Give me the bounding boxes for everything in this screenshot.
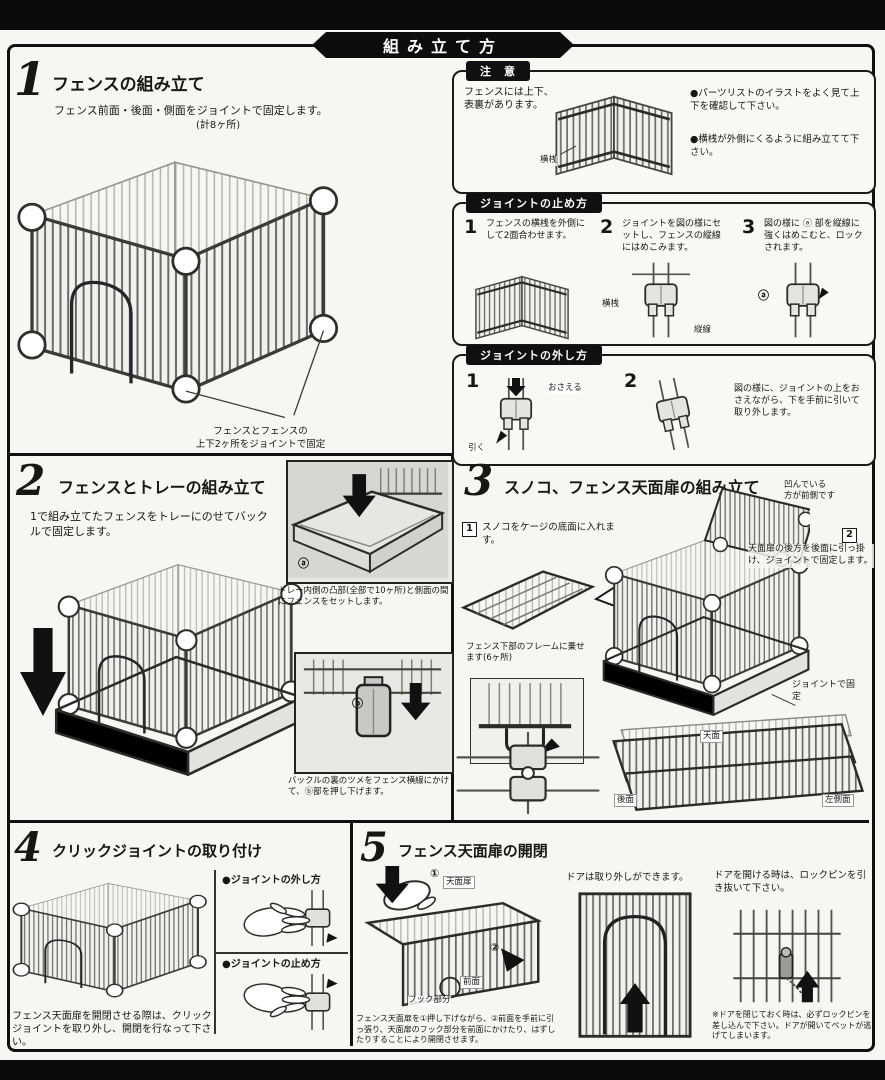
section2-title: フェンスとトレーの組み立て [58,478,266,497]
wire-label: 縦線 [694,325,712,336]
section5-title: フェンス天面扉の開閉 [398,842,548,860]
door-illustration [578,892,692,1038]
section5-desc: フェンス天面扉を①押し下げながら、②前面を手前に引っ張り、天面扉のフック部分を前… [356,1014,556,1045]
rail-label: 横桟 [540,155,558,166]
fasten-step2-number: 2 [600,216,614,238]
lock-pin-note: ドアを開ける時は、ロックピンを引き抜いて下さい。 [714,870,867,894]
panel-label-left: 左側面 [822,794,854,807]
page-title-banner: 組み立て方 [312,32,574,58]
divider-row2-row3 [7,820,869,823]
section3-number: 3 [464,456,494,505]
joint-remove-box: ジョイントの外し方 1 おさえる 引く 2 図の様に、ジョイントの上をおさえなが… [452,345,876,466]
caution-box: 注 意 フェンスには上下、 表裏があります。 横桟 ●パーツリストのイラストをよ… [452,61,876,194]
section1-desc2: (計8ヶ所) [196,120,241,131]
tray-corner-inset [286,460,454,584]
buckle-illustration [296,655,448,767]
page-title: 組み立て方 [382,37,503,56]
top-door-open-illustration [364,866,543,1007]
section2-number: 2 [16,456,46,505]
lock-pin-illustration [733,909,841,1003]
mark-1: ① [430,867,440,880]
joint-fasten-tab: ジョイントの止め方 [466,193,602,213]
front-panel-label: 前面 [460,976,484,989]
remove-step1-number: 1 [466,370,480,392]
fasten-step2-illustration [632,262,690,338]
fasten-step3-text: 図の様に ⓐ 部を縦線に強くはめこむと、ロックされます。 [764,219,863,253]
panel-label-top: 天面 [700,730,724,743]
mark-2: ② [490,941,500,954]
b-mark-inset: ⓑ [352,697,363,710]
section4-inner-divider-h [214,952,348,954]
panel-label-back: 後面 [614,794,638,807]
remove-step1-illustration [496,378,533,450]
frame-hook-illustration [478,683,572,755]
pen-with-top-door-illustration [602,487,810,716]
caution-intro: フェンスには上下、 表裏があります。 [464,87,554,112]
a-mark-inset: ⓐ [298,557,309,570]
click-joint-on-title: ●ジョイントの止め方 [222,959,321,970]
remove-step2-illustration [650,378,698,450]
joint-remove-desc: 図の様に、ジョイントの上をおさえながら、下を手前に引いて取り外します。 [734,384,860,418]
section2-desc: 1で組み立てたフェンスをトレーにのせてバックルで固定します。 [30,510,268,538]
section1-caption: フェンスとフェンスの 上下2ヶ所をジョイントで固定 [195,426,326,450]
divider-s2-s3 [451,453,454,820]
section1-desc: フェンス前面・後面・側面をジョイントで固定します。 [54,104,328,117]
tray-corner-illustration [288,462,448,578]
a-mark-step3: ⓐ [758,289,769,302]
step1-box-number: 1 [462,522,477,537]
inset-b-caption: バックルの裏のツメをフェンス横線にかけて、ⓑ部を押し下げます。 [288,776,450,798]
section4-desc: フェンス天面扉を開閉させる際は、クリックジョイントを取り外し、開閉を行なって下さ… [12,1011,212,1049]
pen-on-tray-illustration [54,563,304,776]
fasten-step1-number: 1 [464,216,478,238]
lock-pin-warning: ※ドアを閉じておく時は、必ずロックピンを差し込んで下さい。ドアが開いてペットが逃… [712,1010,872,1041]
rail-label-2: 横桟 [602,299,620,310]
section4-title: クリックジョイントの取り付け [52,842,263,860]
fasten-step3-number: 3 [742,216,756,238]
step2-box-number: 2 [842,528,857,543]
section5-number: 5 [360,824,388,871]
pull-label: 引く [468,443,486,454]
frame-note: フェンス下部のフレームに乗せます(6ヶ所) [466,642,585,664]
down-arrow-icon [20,628,66,716]
press-label: おさえる [548,383,582,394]
section3-title: スノコ、フェンス天面扉の組み立て [504,478,760,497]
fasten-step3-illustration [786,262,829,338]
step2-text: 天面扉の後方を後面に引っ掛け、ジョイントで固定します。 [748,544,874,568]
fasten-step1-illustration [474,275,570,340]
remove-step2-number: 2 [624,370,638,392]
caution-tab: 注 意 [466,61,530,81]
stacked-panels-illustration [611,714,865,811]
section1-title: フェンスの組み立て [52,75,205,95]
door-removal-note: ドアは取り外しができます。 [566,872,689,883]
slat-board-illustration [460,570,596,630]
step1-text: スノコをケージの底面に入れます。 [482,522,615,546]
pen-click-joint-illustration [12,882,208,998]
fasten-step1-text: フェンスの横桟を外側にして2面合わせます。 [486,219,585,241]
pen-assembly-illustration [17,160,339,419]
manual-page: 組み立て方 1 フェンスの組み立て フェンス前面・後面・側面をジョイントで固定し… [0,30,885,1060]
double-clip-illustration [456,731,600,815]
caution-bullet1: ●パーツリストのイラストをよく見て上下を確認して下さい。 [690,88,860,112]
buckle-inset [294,652,454,774]
joint-fix-note: ジョイントで固定 [792,680,856,702]
top-door-label: 天面扉 [443,876,475,889]
front-side-note: 凹んでいる 方が前側です [784,480,836,502]
caution-bullet2: ●横桟が外側にくるように組み立てて下さい。 [690,134,860,158]
inset-a-caption: トレー内側の凸部(全部で10ヶ所)と側面の間にフェンスをセットします。 [278,586,449,608]
hand-remove-illustration [241,890,338,946]
divider-s4-s5 [350,820,353,1046]
divider-row1-row2 [7,453,869,456]
joint-remove-tab: ジョイントの外し方 [466,345,602,365]
fasten-step2-text: ジョイントを図の様にセットし、フェンスの縦線にはめこみます。 [622,219,722,253]
section4-number: 4 [14,824,42,871]
hook-part-label: フック部分 [408,995,451,1006]
section1-number: 1 [14,52,47,106]
click-joint-off-title: ●ジョイントの外し方 [222,875,321,886]
corner-fence-illustration [555,95,673,176]
joint-fasten-box: ジョイントの止め方 1 フェンスの横桟を外側にして2面合わせます。 2 ジョイン… [452,193,876,346]
hand-fasten-illustration [241,974,338,1030]
